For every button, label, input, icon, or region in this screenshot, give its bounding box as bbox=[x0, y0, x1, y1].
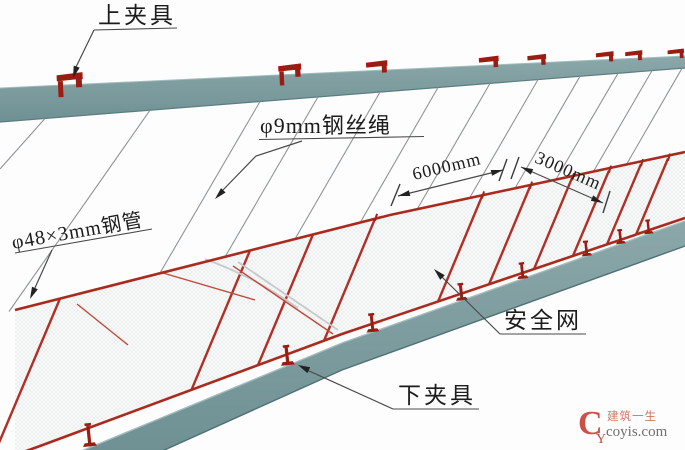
dim-span-long: 6000mm bbox=[410, 148, 483, 184]
top-clamp-hook bbox=[595, 51, 614, 62]
net-pipe-stubs bbox=[374, 153, 671, 222]
watermark-brand: 建筑一生 bbox=[607, 409, 657, 423]
watermark-site: coyis.com bbox=[606, 424, 668, 440]
label-top-clamp: 上夹具 bbox=[98, 3, 176, 28]
bottom-clamp-post bbox=[83, 422, 97, 448]
annotation-bottom-clamp: 下夹具 bbox=[298, 365, 479, 410]
top-clamp-hook bbox=[527, 53, 547, 65]
top-beam bbox=[0, 55, 685, 123]
arrowhead bbox=[73, 65, 80, 78]
net-bottom-edge-pipe bbox=[25, 216, 685, 450]
bottom-clamp-post bbox=[281, 344, 295, 366]
wire-ropes bbox=[0, 68, 683, 312]
net-top-edge-pipe bbox=[14, 150, 685, 312]
label-wire-rope: φ9mm钢丝绳 bbox=[260, 113, 391, 138]
watermark-logo-y: Y bbox=[596, 432, 606, 447]
bottom-clamp-post bbox=[366, 312, 380, 333]
top-clamp-hooks bbox=[56, 48, 685, 98]
arrowhead bbox=[298, 365, 311, 374]
net-tie-ropes bbox=[76, 258, 339, 346]
top-clamp-hook bbox=[625, 50, 643, 61]
bottom-clamp-posts bbox=[83, 219, 654, 448]
net-mesh bbox=[15, 152, 685, 450]
top-clamp-hook bbox=[365, 60, 388, 73]
arrowhead bbox=[30, 286, 38, 299]
bottom-clamp-post bbox=[616, 228, 626, 245]
annotation-safety-net: 安全网 bbox=[434, 269, 586, 335]
arrowhead bbox=[434, 269, 445, 280]
bottom-clamp-post bbox=[581, 240, 593, 257]
watermark-logo-c: C bbox=[578, 405, 603, 442]
annotation-top-clamp: 上夹具 bbox=[73, 3, 178, 78]
top-clamp-hook bbox=[278, 63, 302, 86]
arrowhead bbox=[215, 188, 226, 199]
label-steel-pipe: φ48×3mm钢管 bbox=[10, 208, 145, 254]
top-clamp-hook bbox=[667, 48, 685, 59]
top-clamp-hook bbox=[56, 72, 83, 98]
safety-net-band bbox=[0, 150, 685, 450]
bottom-clamp-post bbox=[517, 262, 529, 280]
label-safety-net: 安全网 bbox=[504, 308, 582, 333]
bottom-clamp-post bbox=[644, 219, 654, 235]
bottom-beam bbox=[81, 220, 685, 450]
watermark: C Y 建筑一生 coyis.com bbox=[578, 405, 668, 447]
label-bottom-clamp: 下夹具 bbox=[398, 383, 476, 408]
top-clamp-hook bbox=[478, 55, 499, 68]
annotation-wire-rope: φ9mm钢丝绳 bbox=[215, 113, 425, 199]
